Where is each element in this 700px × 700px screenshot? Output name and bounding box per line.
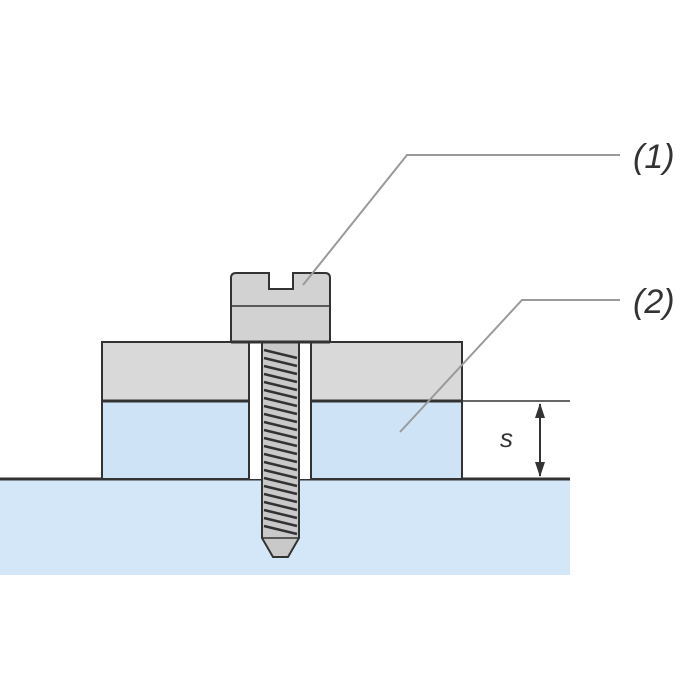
screw-thread — [263, 348, 298, 536]
dimension-arrow-down — [535, 462, 545, 477]
dimension-arrow-up — [535, 403, 545, 418]
callout-1-label: (1) — [633, 138, 675, 176]
dimension-label: s — [500, 423, 513, 453]
callout-1-leader — [302, 154, 620, 286]
callout-2-label: (2) — [633, 283, 675, 321]
callout-2-leader — [399, 299, 620, 433]
screw — [230, 272, 331, 558]
screw-head — [230, 272, 331, 343]
